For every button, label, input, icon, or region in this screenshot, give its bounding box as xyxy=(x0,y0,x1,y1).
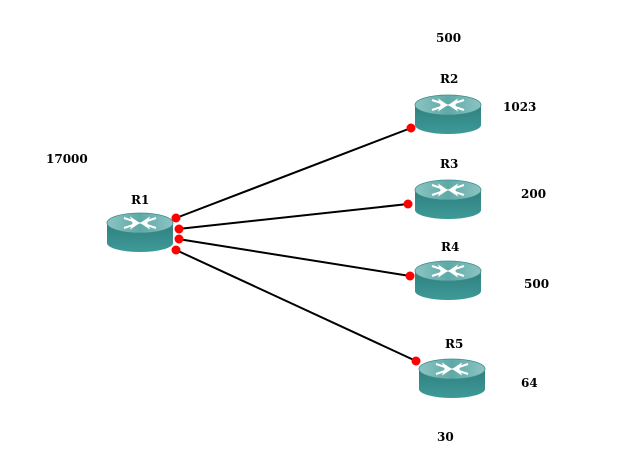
link-r1-r2[interactable] xyxy=(175,127,412,219)
r3-value: 200 xyxy=(521,187,547,201)
router-label-r1: R1 xyxy=(131,193,150,207)
port-dot xyxy=(405,271,415,281)
port-dots xyxy=(171,123,421,366)
router-label-r4: R4 xyxy=(441,240,460,254)
port-dot xyxy=(174,224,184,234)
port-dot xyxy=(171,213,181,223)
top-value: 500 xyxy=(436,31,462,45)
link-r1-r3[interactable] xyxy=(177,203,409,230)
router-r3[interactable] xyxy=(414,179,482,220)
router-label-r5: R5 xyxy=(445,337,464,351)
port-dot xyxy=(174,234,184,244)
r4-value: 500 xyxy=(524,277,550,291)
link-r1-r4[interactable] xyxy=(177,238,411,277)
port-dot xyxy=(171,245,181,255)
links xyxy=(175,127,417,362)
r1-value: 17000 xyxy=(46,152,88,166)
link-r1-r5[interactable] xyxy=(175,249,417,362)
port-dot xyxy=(411,356,421,366)
port-dot xyxy=(403,199,413,209)
r5-value: 64 xyxy=(521,376,538,390)
router-r5[interactable] xyxy=(418,358,486,399)
router-label-r3: R3 xyxy=(440,157,459,171)
port-dot xyxy=(406,123,416,133)
router-r2[interactable] xyxy=(414,94,482,135)
router-r4[interactable] xyxy=(414,260,482,301)
router-r1[interactable] xyxy=(106,212,174,253)
bottom-value: 30 xyxy=(437,430,454,444)
r2-value: 1023 xyxy=(503,100,537,114)
router-label-r2: R2 xyxy=(440,72,459,86)
